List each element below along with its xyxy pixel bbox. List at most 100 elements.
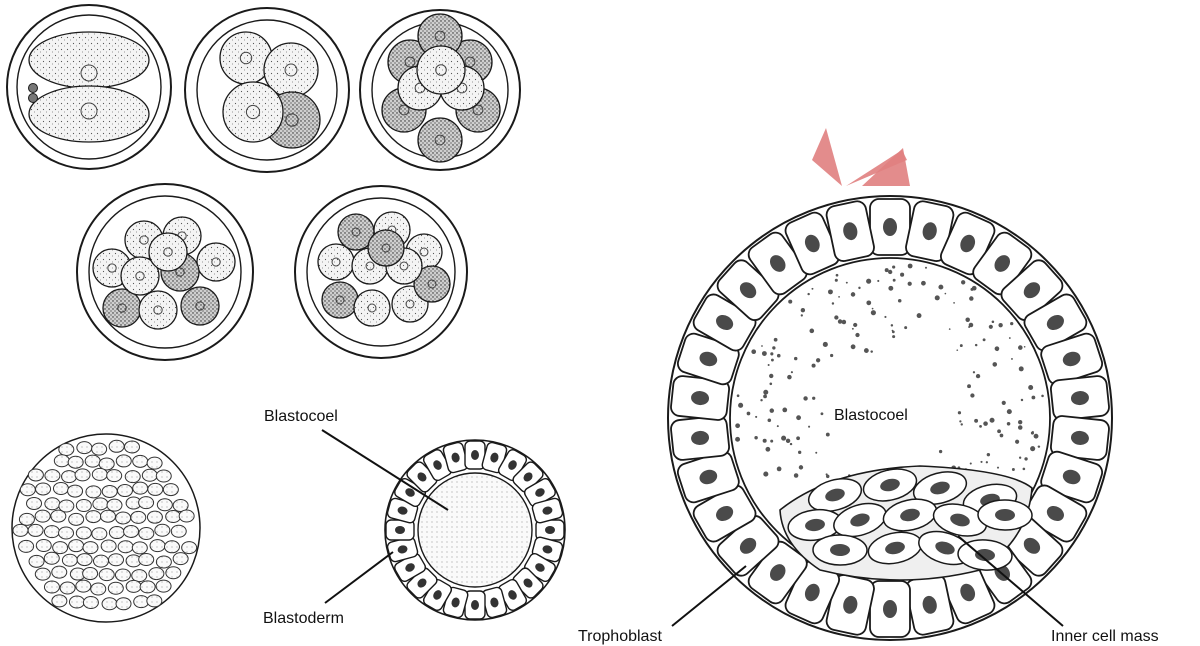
blastocoel-speckle [1028,385,1033,390]
morula-cell [115,569,130,581]
blastocoel-speckle [1021,399,1023,401]
blastocoel-speckle [765,447,770,452]
blastocoel-speckle [826,433,830,437]
blastocoel-speckle [777,467,782,472]
blastocoel-speckle [997,429,1001,433]
blastocoel-speckle [888,286,893,291]
morula-cell [147,595,162,607]
blastocoel-speckle [921,281,926,286]
blastocoel-speckle [908,264,913,269]
blastomere [197,243,235,281]
blastocoel-speckle [768,364,770,366]
blastocoel-speckle [855,333,859,337]
blastocoel-speckle [772,346,775,349]
morula-cell [99,569,114,581]
blastocoel-speckle [747,412,751,416]
blastomere [29,32,149,88]
blastocoel-speckle [771,359,774,362]
blastomere [318,244,354,280]
blastocoel-speckle [781,436,786,441]
blastocoel-speckle [1031,396,1035,400]
blastocoel-speckle [925,267,927,269]
morula-cell [166,567,181,579]
morula-cell [77,442,92,454]
blastocoel-speckle [983,421,988,426]
blastocoel-speckle [777,425,779,427]
blastocoel-speckle [808,426,810,428]
blastomere [322,282,358,318]
label-trophoblast: Trophoblast [578,628,662,645]
blastocoel-speckle [852,328,854,330]
blastocoel-speckle [832,302,834,304]
blastocoel-speckle [768,419,772,423]
morula-cell [76,527,91,539]
eight-cell-embryo [360,10,520,170]
blastocoel-speckle [809,329,814,334]
morula-cell [36,483,51,495]
morula-cell [35,568,50,580]
blastocoel-speckle [821,412,824,415]
morula-cell [93,498,108,510]
trophoblast-cell [870,199,910,255]
morula-cell [124,525,139,537]
trophoblast-cell [870,581,910,637]
morula-cell [139,528,154,540]
blastocoel-speckle [884,316,886,318]
morula-cell [19,513,34,525]
blastocoel-speckle [828,289,833,294]
label-blastocoel-large: Blastocoel [834,407,908,424]
morula-cell [20,484,35,496]
polar-body [29,84,38,93]
morula-cell [125,471,140,483]
morula-cell [69,513,84,525]
blastocoel-speckle [1007,422,1011,426]
morula-cell [62,471,77,483]
blastocoel-speckle [864,348,869,353]
blastocoel-speckle [1041,395,1044,398]
blastocoel-speckle [979,425,982,428]
blastocoel-speckle [834,315,838,319]
morula-cell [156,470,171,482]
blastocoel-speckle [990,418,995,423]
morula-cell [19,540,34,552]
blastocoel-speckle [1010,322,1013,325]
blastocoel-speckle [762,351,767,356]
blastocoel-speckle [973,371,975,373]
blastomere [29,86,149,142]
morula-cell [157,499,172,511]
blastocoel-speckle [851,344,856,349]
blastocoel-speckle [1000,434,1004,438]
blastocoel-speckle [935,295,940,300]
morula-cell [102,598,117,610]
morula-cell [100,510,115,522]
blastocoel-speckle [735,423,740,428]
blastocoel-speckle [961,423,963,425]
morula-cell [68,456,83,468]
blastula-cross-section [385,440,565,620]
morula-cell [147,511,162,523]
blastocoel-speckle [900,273,904,277]
blastocoel-speckle [898,299,902,303]
blastocoel-speckle [970,462,972,464]
blastocoel-speckle [959,420,961,422]
blastocoel-speckle [992,362,997,367]
blastocoel-speckle [892,330,894,332]
blastocoel-speckle [1019,366,1024,371]
blastocoel-speckle [965,318,969,322]
morula-cell [35,510,50,522]
blastocoel-speckle [958,411,961,414]
blastocoel-speckle [969,296,973,300]
blastocoel-speckle [1018,345,1023,350]
blastocoel-speckle [885,268,889,272]
blastocoel-speckle [823,342,828,347]
blastocoel-speckle [815,452,817,454]
label-blastoderm: Blastoderm [263,610,344,627]
blastocoel-speckle [891,324,893,326]
blastocoel-speckle [992,320,995,323]
morula-cell [86,486,101,498]
blastocoel-speckle [998,323,1002,327]
blastomere [223,82,283,142]
blastomere [418,118,462,162]
morula-cell [166,511,181,523]
